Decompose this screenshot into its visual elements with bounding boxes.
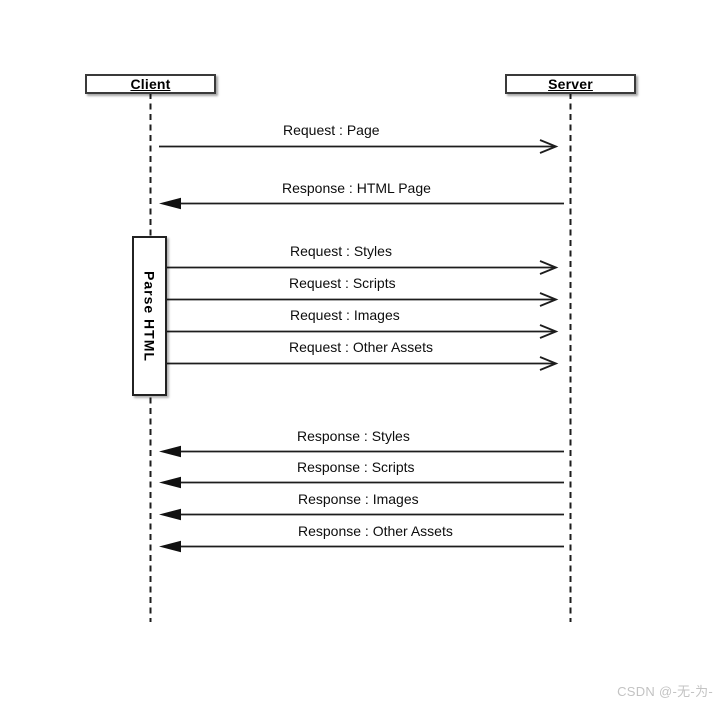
actor-box-server: Server — [505, 74, 636, 94]
message-label-response-images: Response : Images — [298, 491, 419, 507]
actor-name-client: Client — [130, 76, 171, 92]
arrow-request-styles — [165, 260, 559, 275]
actor-name-server: Server — [548, 76, 593, 92]
arrow-response-html-page — [159, 197, 564, 210]
filled-arrowhead-icon — [159, 476, 181, 489]
arrow-response-styles — [159, 445, 564, 458]
open-arrowhead-icon — [539, 356, 559, 371]
filled-arrowhead-icon — [159, 540, 181, 553]
filled-arrowhead-icon — [159, 508, 181, 521]
activation-box-parse-html: Parse HTML — [132, 236, 167, 396]
filled-arrowhead-icon — [159, 445, 181, 458]
message-label-request-scripts: Request : Scripts — [289, 275, 396, 291]
arrow-response-other-assets — [159, 540, 564, 553]
arrow-request-other-assets — [165, 356, 559, 371]
filled-arrowhead-icon — [159, 197, 181, 210]
arrow-response-scripts — [159, 476, 564, 489]
arrow-response-images — [159, 508, 564, 521]
arrow-request-images — [165, 324, 559, 339]
message-label-response-styles: Response : Styles — [297, 428, 410, 444]
message-label-response-other-assets: Response : Other Assets — [298, 523, 453, 539]
message-label-response-html-page: Response : HTML Page — [282, 180, 431, 196]
actor-box-client: Client — [85, 74, 216, 94]
open-arrowhead-icon — [539, 292, 559, 307]
message-label-request-images: Request : Images — [290, 307, 400, 323]
open-arrowhead-icon — [539, 139, 559, 154]
open-arrowhead-icon — [539, 324, 559, 339]
csdn-watermark: CSDN @-无-为- — [617, 684, 713, 699]
message-label-request-styles: Request : Styles — [290, 243, 392, 259]
message-label-response-scripts: Response : Scripts — [297, 459, 415, 475]
arrow-request-scripts — [165, 292, 559, 307]
open-arrowhead-icon — [539, 260, 559, 275]
message-label-request-other-assets: Request : Other Assets — [289, 339, 433, 355]
arrow-request-page — [159, 139, 559, 154]
activation-label: Parse HTML — [141, 270, 158, 362]
message-label-request-page: Request : Page — [283, 122, 380, 138]
